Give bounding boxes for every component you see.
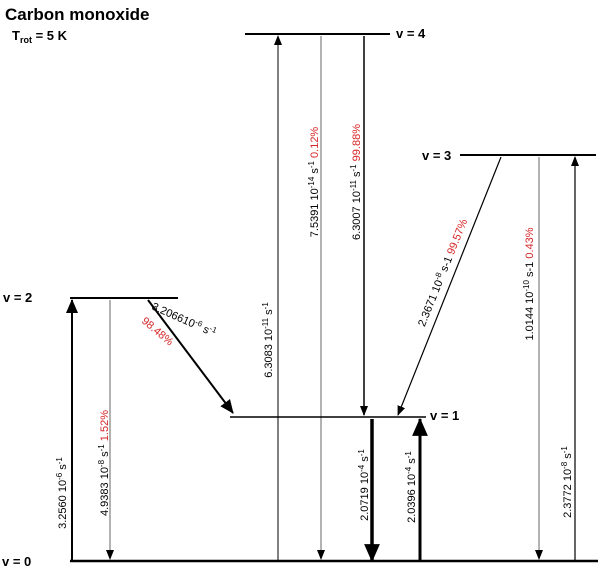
level-label-v3: v = 3: [422, 148, 451, 163]
rate-label-down-4-0: 7.5391 10-14 s-1 0.12%: [307, 127, 321, 238]
rate-label-down-3-1: 2.3671 10-8 s-1 99.57%: [414, 216, 470, 328]
level-label-v4: v = 4: [396, 26, 426, 41]
rate-label-down-4-1: 6.3007 10-11 s-1 99.88%: [349, 124, 363, 240]
rate-label-up-0-4: 6.3083 10-11 s-1: [261, 302, 275, 378]
rate-label-up-0-3: 2.3772 10-8 s-1: [560, 446, 574, 518]
rotational-temperature: Trot = 5 K: [12, 28, 68, 45]
diagram-title: Carbon monoxide: [5, 5, 150, 24]
arrow-down-2-1: [147, 299, 234, 414]
rate-label-up-0-2: 3.2560 10-6 s-1: [55, 457, 69, 529]
level-label-v0: v = 0: [2, 554, 31, 566]
arrow-down-3-1: [397, 156, 502, 416]
rate-label-up-0-1: 2.0396 10-4 s-1: [404, 451, 418, 523]
rate-label-down-1-0: 2.0719 10-4 s-1: [357, 449, 371, 521]
rate-label-down-2-0: 4.9383 10-8 s-1 1.52%: [97, 410, 111, 516]
rate-label-down-3-0: 1.0144 10-10 s-1 0.43%: [522, 227, 536, 340]
level-label-v2: v = 2: [3, 290, 32, 305]
level-label-v1: v = 1: [430, 408, 459, 423]
